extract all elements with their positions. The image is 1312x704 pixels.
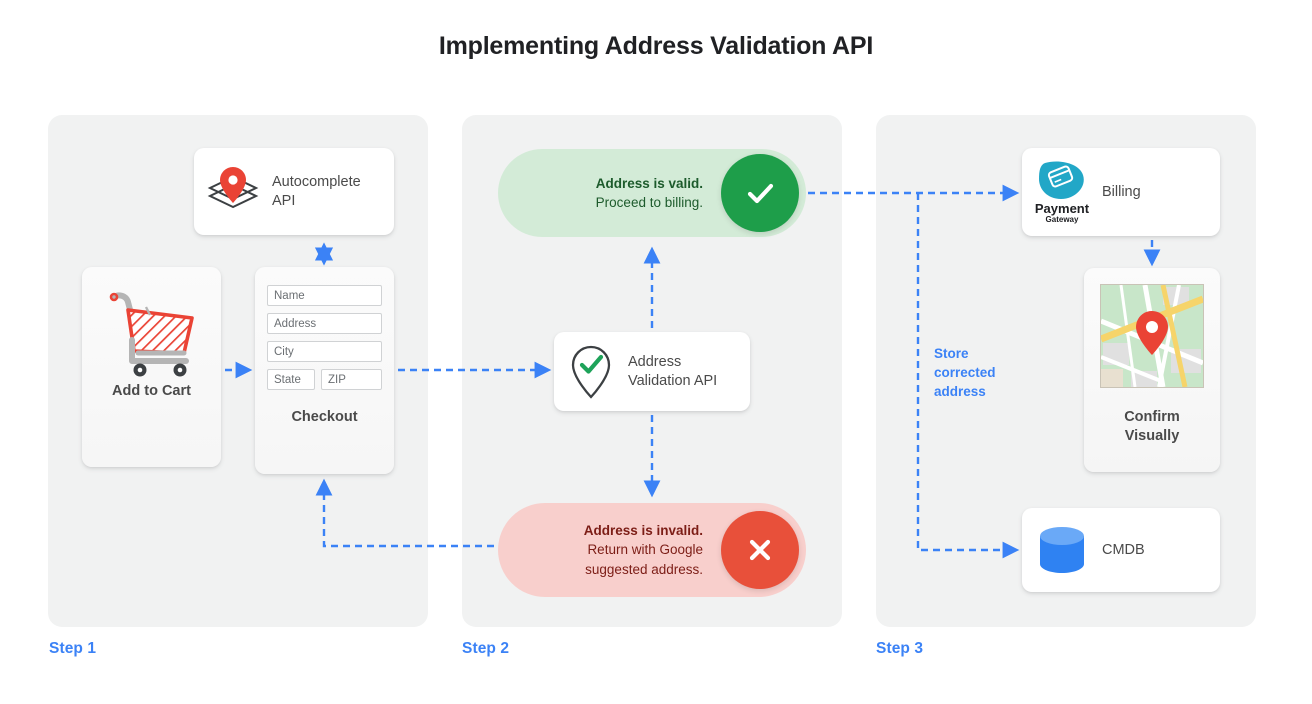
store-note-line1: Store	[934, 346, 969, 361]
svg-text:Payment: Payment	[1035, 201, 1090, 216]
validation-label-line2: Validation API	[628, 372, 718, 389]
step-3-label: Step 3	[876, 640, 924, 657]
billing-card[interactable]: Payment Gateway Billing	[1022, 148, 1220, 236]
autocomplete-label-line2: API	[272, 192, 296, 209]
store-note-line2: corrected	[934, 365, 996, 381]
cmdb-card[interactable]: CMDB	[1022, 508, 1220, 592]
autocomplete-label-line1: Autocomplete	[272, 173, 361, 190]
store-corrected-address-note: Store corrected address	[934, 344, 1034, 401]
checkout-card[interactable]: Name Address City State ZIP Checkout	[255, 267, 394, 474]
zip-field[interactable]: ZIP	[321, 369, 382, 390]
svg-text:Gateway: Gateway	[1046, 215, 1079, 224]
page-title: Implementing Address Validation API	[438, 32, 874, 60]
autocomplete-api-card[interactable]: Autocomplete API	[194, 148, 394, 235]
address-invalid-pill: Address is invalid. Return with Google s…	[498, 503, 806, 597]
billing-label: Billing	[1102, 183, 1141, 200]
confirm-label-line2: Visually	[1124, 427, 1180, 444]
confirm-label-line1: Confirm	[1124, 409, 1180, 425]
address-validation-api-card[interactable]: Address Validation API	[554, 332, 750, 411]
name-field[interactable]: Name	[267, 285, 382, 306]
address-invalid-headline: Address is invalid.	[583, 523, 703, 539]
add-to-cart-label: Add to Cart	[112, 383, 191, 399]
cmdb-label: CMDB	[1102, 541, 1145, 558]
address-validation-api-label: Address Validation API	[628, 353, 717, 390]
map-thumbnail-icon	[1100, 284, 1204, 388]
city-field[interactable]: City	[267, 341, 382, 362]
address-valid-text: Address is valid. Proceed to billing.	[498, 174, 721, 212]
validation-label-line1: Address	[628, 353, 682, 370]
map-pin-diamond-icon	[194, 165, 272, 219]
address-valid-headline: Address is valid.	[595, 175, 703, 191]
shopping-cart-icon	[104, 285, 200, 382]
confirm-visually-label: Confirm Visually	[1124, 408, 1180, 445]
address-invalid-detail-line1: Return with Google	[587, 542, 703, 558]
address-invalid-detail-line2: suggested address.	[585, 561, 703, 577]
pin-check-icon	[554, 343, 628, 401]
x-circle-icon	[721, 511, 799, 589]
step-1-label: Step 1	[49, 640, 97, 657]
state-field[interactable]: State	[267, 369, 315, 390]
store-note-line3: address	[934, 384, 986, 400]
database-cylinder-icon	[1022, 524, 1102, 576]
add-to-cart-card[interactable]: Add to Cart	[82, 267, 221, 467]
address-valid-detail: Proceed to billing.	[595, 195, 703, 210]
address-invalid-text: Address is invalid. Return with Google s…	[498, 521, 721, 578]
address-field[interactable]: Address	[267, 313, 382, 334]
confirm-visually-card[interactable]: Confirm Visually	[1084, 268, 1220, 472]
payment-gateway-logo: Payment Gateway	[1022, 159, 1102, 225]
state-zip-row: State ZIP	[267, 369, 382, 390]
checkout-label: Checkout	[291, 409, 358, 425]
address-valid-pill: Address is valid. Proceed to billing.	[498, 149, 806, 237]
step-2-label: Step 2	[462, 640, 510, 657]
autocomplete-api-label: Autocomplete API	[272, 173, 361, 210]
check-circle-icon	[721, 154, 799, 232]
